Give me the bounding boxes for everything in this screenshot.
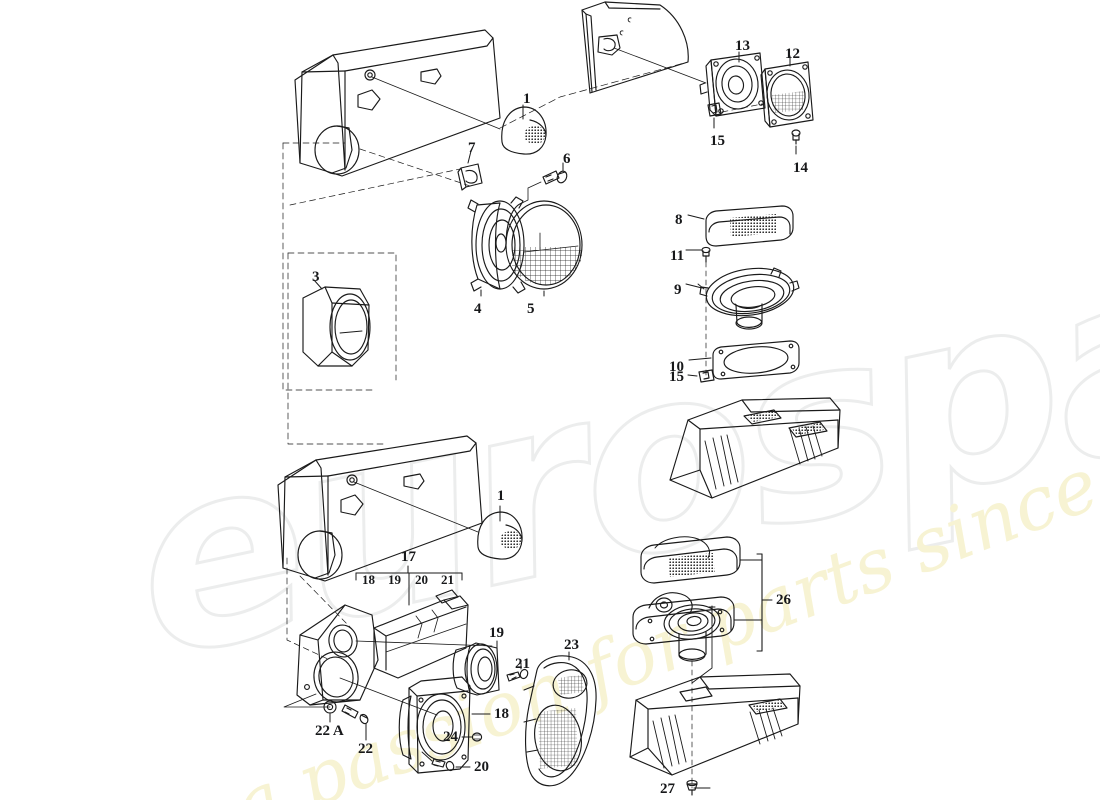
bracket-26 (733, 553, 773, 652)
callout-3: 3 (312, 269, 320, 285)
part-10-gasket-plate (712, 340, 800, 380)
part-13-square-speaker (699, 52, 766, 117)
callout-24: 24 (443, 729, 458, 745)
callout-22: 22 (358, 741, 373, 757)
part-8-oval-grille-panel (705, 205, 794, 247)
callout-19-group: 19 (388, 572, 401, 587)
part-26-rear-speaker-assembly (632, 536, 741, 662)
part-27-screw (686, 779, 698, 796)
callout-21: 21 (515, 656, 530, 672)
part-15-clip-upper (707, 102, 722, 117)
door-panel-lower (277, 435, 483, 582)
callout-17: 17 (401, 549, 416, 565)
part-20-screw (421, 751, 455, 772)
parcel-shelf-lower (629, 673, 801, 776)
callout-13: 13 (735, 38, 750, 54)
callout-23: 23 (564, 637, 579, 653)
part-14-screw (791, 129, 801, 145)
part-18-woofer (398, 676, 471, 774)
part-1-cap-lower (477, 511, 523, 560)
part-11-screw (701, 246, 711, 263)
callout-10: 10 (669, 359, 684, 375)
part-1-cap-upper (501, 106, 547, 155)
callout-27: 27 (660, 781, 675, 797)
part-7-clip (457, 163, 483, 191)
callout-4: 4 (474, 301, 482, 317)
callout-18: 18 (494, 706, 509, 722)
part-17-bracket-assembly (296, 589, 469, 706)
part-6-screw (542, 170, 568, 185)
callout-12: 12 (785, 46, 800, 62)
callout-5: 5 (527, 301, 535, 317)
part-24-fastener (471, 732, 483, 742)
callout-1-lower: 1 (497, 488, 505, 504)
bracket-17-rule (355, 565, 463, 606)
callout-15-a: 15 (710, 133, 725, 149)
door-panel-upper (294, 29, 501, 177)
part-22a-washer (323, 700, 337, 714)
callout-1: 1 (523, 91, 531, 107)
callout-18-group: 18 (362, 572, 375, 587)
part-4-round-speaker (467, 196, 526, 294)
part-21-screw (506, 668, 529, 682)
callout-15-b: 15 (669, 369, 684, 385)
callout-21-group: 21 (441, 572, 454, 587)
callout-9: 9 (674, 282, 682, 298)
quarter-panel (581, 1, 689, 94)
callout-14: 14 (793, 160, 808, 176)
callout-19: 19 (489, 625, 504, 641)
callout-6: 6 (563, 151, 571, 167)
part-12-square-grille (760, 61, 814, 128)
callout-7: 7 (468, 140, 476, 156)
callout-20-group: 20 (415, 572, 428, 587)
callout-22a: 22 A (315, 723, 344, 739)
part-9-oval-speaker (699, 267, 800, 330)
callout-8: 8 (675, 212, 683, 228)
part-23-trim-grille (523, 655, 597, 787)
parcel-shelf-upper (669, 397, 841, 499)
part-22-screw (341, 704, 369, 725)
callout-11: 11 (670, 248, 685, 264)
part-15-clip-lower (698, 369, 715, 383)
part-3-housing (302, 286, 371, 367)
callout-26: 26 (776, 592, 791, 608)
callout-20: 20 (474, 759, 489, 775)
